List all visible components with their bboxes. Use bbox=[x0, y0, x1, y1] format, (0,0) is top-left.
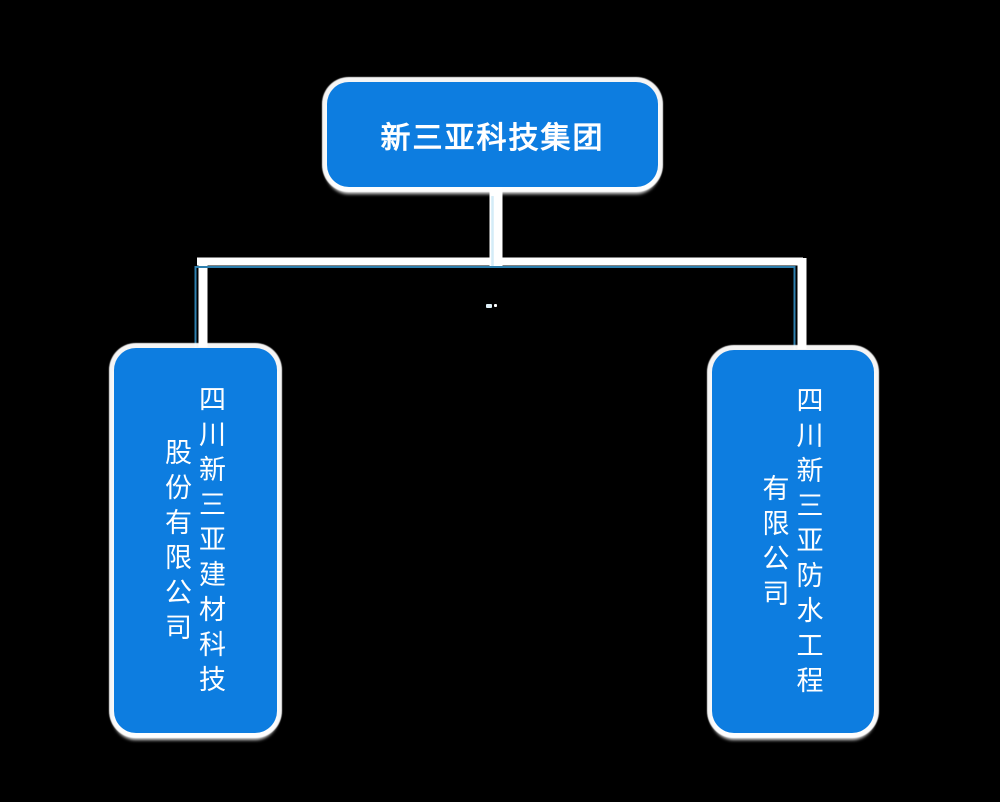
org-node-right-label: 四川新三亚防水工程有限公司 bbox=[712, 350, 874, 733]
vertical-text-column: 四川新三亚防水工程 bbox=[797, 364, 824, 719]
vertical-text-char: 公 bbox=[165, 577, 192, 608]
vertical-text-char: 材 bbox=[199, 595, 226, 625]
vertical-text-char: 限 bbox=[165, 542, 192, 573]
vertical-text-char: 份 bbox=[165, 472, 192, 503]
vertical-text-char: 工 bbox=[796, 631, 824, 661]
vertical-text-char: 四 bbox=[796, 386, 824, 416]
vertical-text-column: 四川新三亚建材科技 bbox=[199, 362, 226, 719]
vertical-text-column: 有限公司 bbox=[763, 364, 790, 719]
artifact-dot bbox=[486, 304, 492, 308]
org-node-left[interactable]: 四川新三亚建材科技股份有限公司 bbox=[114, 348, 277, 733]
vertical-text-char: 司 bbox=[165, 612, 192, 643]
vertical-text-char: 四 bbox=[199, 385, 226, 415]
org-node-root-label: 新三亚科技集团 bbox=[380, 121, 605, 155]
org-node-root[interactable]: 新三亚科技集团 bbox=[327, 82, 658, 187]
vertical-text-char: 科 bbox=[199, 630, 226, 660]
vertical-text-char: 公 bbox=[762, 543, 790, 574]
vertical-text-char: 新 bbox=[796, 456, 824, 486]
vertical-text-char: 川 bbox=[796, 421, 824, 451]
tree-link-path bbox=[194, 266, 796, 350]
vertical-text-char: 三 bbox=[796, 491, 824, 521]
vertical-text-char: 有 bbox=[165, 507, 192, 538]
vertical-text-char: 新 bbox=[199, 455, 226, 485]
vertical-text-column: 股份有限公司 bbox=[165, 362, 192, 719]
vertical-text-char: 水 bbox=[796, 596, 824, 626]
vertical-text-char: 技 bbox=[199, 665, 226, 695]
vertical-text-char: 川 bbox=[199, 420, 226, 450]
vertical-text-char: 股 bbox=[165, 437, 192, 468]
vertical-text-char: 建 bbox=[199, 560, 226, 590]
vertical-text-char: 亚 bbox=[199, 525, 226, 555]
vertical-text-char: 司 bbox=[762, 578, 790, 609]
vertical-text-char: 有 bbox=[762, 473, 790, 504]
org-node-left-label: 四川新三亚建材科技股份有限公司 bbox=[114, 348, 277, 733]
vertical-text-char: 三 bbox=[199, 490, 226, 520]
artifact-dot bbox=[494, 304, 497, 307]
vertical-text-char: 亚 bbox=[796, 526, 824, 556]
org-node-right[interactable]: 四川新三亚防水工程有限公司 bbox=[712, 350, 874, 733]
vertical-text-char: 防 bbox=[796, 561, 824, 591]
vertical-text-char: 程 bbox=[796, 666, 824, 696]
vertical-text-char: 限 bbox=[762, 508, 790, 539]
